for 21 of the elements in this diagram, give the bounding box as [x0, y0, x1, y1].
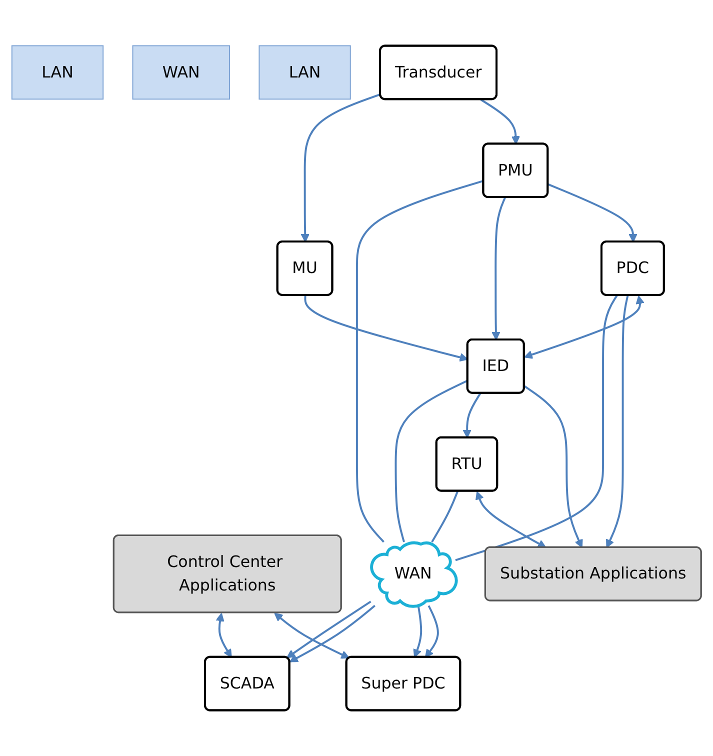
node-box: LAN: [11, 45, 104, 100]
connector: [431, 490, 459, 542]
arrow: [413, 606, 422, 658]
arrow: [524, 295, 644, 359]
arrow: [480, 98, 520, 145]
arrow: [300, 93, 381, 242]
arrow: [216, 612, 232, 658]
arrow: [274, 612, 350, 659]
node-box: WAN: [132, 45, 230, 100]
arrow: [304, 295, 468, 362]
connector: [356, 180, 484, 543]
arrow: [548, 183, 638, 242]
arrow: [462, 392, 482, 438]
arrow: [524, 385, 583, 548]
arrow: [424, 605, 439, 658]
connector: [455, 294, 618, 562]
arrow: [606, 295, 629, 548]
arrow: [475, 491, 546, 548]
connector: [394, 380, 468, 542]
node-box: LAN: [258, 45, 351, 100]
arrow: [492, 197, 506, 340]
